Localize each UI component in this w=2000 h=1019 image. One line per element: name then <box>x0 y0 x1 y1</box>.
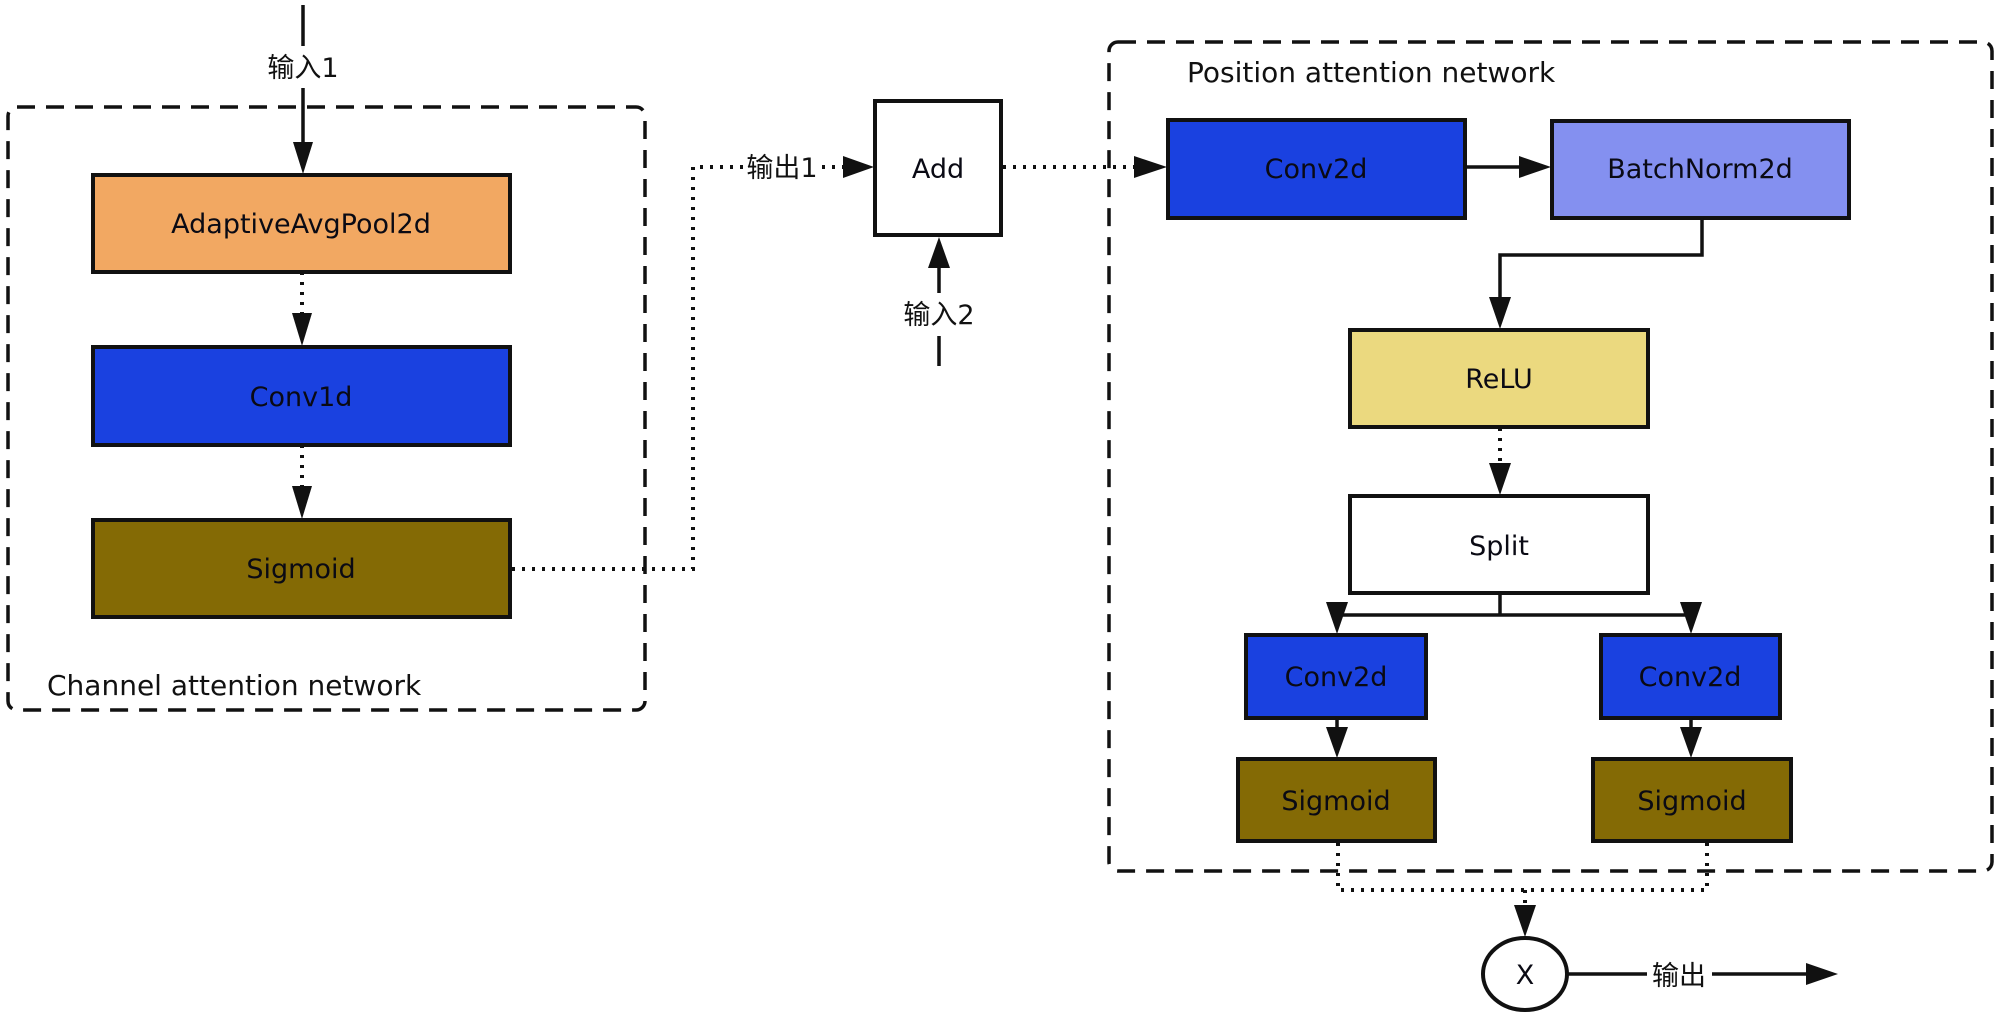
arrow-head-icon <box>1326 602 1348 634</box>
input1-label: 输入1 <box>267 53 338 84</box>
conv2d-left-box[interactable] <box>1244 633 1428 720</box>
node-sigmoid-left[interactable]: Sigmoid <box>1236 757 1437 843</box>
arrow-head-icon <box>1680 727 1702 758</box>
node-batchnorm[interactable]: BatchNorm2d <box>1550 119 1851 220</box>
arrow-head-icon <box>1134 156 1167 178</box>
conv1d-label: Conv1d <box>250 382 353 413</box>
conv2d-right-box[interactable] <box>1599 633 1782 720</box>
channel-sigmoid-box[interactable] <box>91 518 512 619</box>
channel-sigmoid-label: Sigmoid <box>246 554 355 585</box>
arrow-head-icon <box>293 142 313 174</box>
multiply-circle[interactable] <box>1481 936 1569 1012</box>
node-relu[interactable]: ReLU <box>1348 328 1650 429</box>
node-conv1d[interactable]: Conv1d <box>91 345 512 447</box>
conv2d-right-label: Conv2d <box>1639 662 1742 693</box>
node-sigmoid-right[interactable]: Sigmoid <box>1591 757 1793 843</box>
conv2d-left-label: Conv2d <box>1285 662 1388 693</box>
arrow-head-icon <box>1514 905 1536 937</box>
output1-label: 输出1 <box>746 153 817 184</box>
node-add[interactable]: Add <box>873 99 1003 237</box>
add-label: Add <box>912 154 964 185</box>
arrow-head-icon <box>1489 297 1511 329</box>
arrow-head-icon <box>1489 463 1511 495</box>
position-attention-group <box>1107 40 1994 873</box>
adaptive-avg-pool-label: AdaptiveAvgPool2d <box>171 209 431 240</box>
output1-connector <box>512 165 745 571</box>
node-conv2d-left[interactable]: Conv2d <box>1244 633 1428 720</box>
input2-label: 输入2 <box>903 300 974 331</box>
split-box[interactable] <box>1348 494 1650 595</box>
node-multiply[interactable]: X <box>1481 936 1569 1012</box>
arrow-head-icon <box>1326 727 1348 758</box>
split-label: Split <box>1469 531 1529 562</box>
conv1d-box[interactable] <box>91 345 512 447</box>
arrow-head-icon <box>1519 156 1551 178</box>
batchnorm-label: BatchNorm2d <box>1607 154 1793 185</box>
arrow-head-icon <box>843 156 874 178</box>
conv2d-main-box[interactable] <box>1166 118 1467 220</box>
input1-connector: 输入1 <box>267 5 339 174</box>
node-conv2d-right[interactable]: Conv2d <box>1599 633 1782 720</box>
sigmoid-left-label: Sigmoid <box>1281 786 1390 817</box>
node-adaptive-avg-pool[interactable]: AdaptiveAvgPool2d <box>91 173 512 274</box>
arrow-head-icon <box>292 313 312 346</box>
batchnorm-box[interactable] <box>1550 119 1851 220</box>
arrow-head-icon <box>1680 602 1702 634</box>
node-conv2d-main[interactable]: Conv2d <box>1166 118 1467 220</box>
node-split[interactable]: Split <box>1348 494 1650 595</box>
sigmoid-left-box[interactable] <box>1236 757 1437 843</box>
node-channel-sigmoid[interactable]: Sigmoid <box>91 518 512 619</box>
sigmoid-merge-connector <box>1336 843 1709 892</box>
arrow-head-icon <box>928 237 950 268</box>
arrow-head-icon <box>1806 963 1838 985</box>
arrow-head-icon <box>292 486 312 519</box>
sigmoid-right-label: Sigmoid <box>1637 786 1746 817</box>
add-box[interactable] <box>873 99 1003 237</box>
output-label: 输出 <box>1652 961 1706 992</box>
channel-attention-group <box>6 105 647 712</box>
conv2d-main-label: Conv2d <box>1265 154 1368 185</box>
position-attention-label: Position attention network <box>1187 56 1556 89</box>
sigmoid-right-box[interactable] <box>1591 757 1793 843</box>
batchnorm-to-relu-connector <box>1498 218 1704 300</box>
adaptive-avg-pool-box[interactable] <box>91 173 512 274</box>
input2-connector: 输入2 <box>903 237 975 366</box>
relu-box[interactable] <box>1348 328 1650 429</box>
channel-attention-label: Channel attention network <box>47 669 422 702</box>
relu-label: ReLU <box>1465 364 1533 395</box>
multiply-label: X <box>1516 960 1535 991</box>
